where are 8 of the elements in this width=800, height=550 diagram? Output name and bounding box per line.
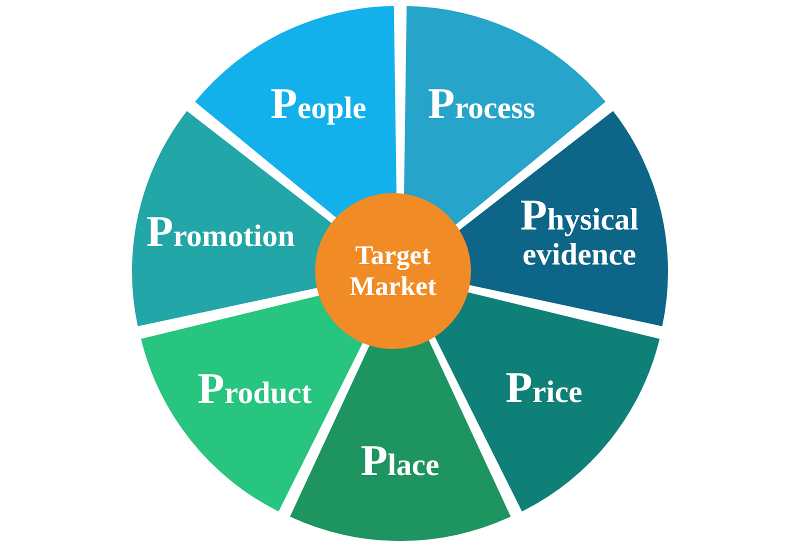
segment-label: People <box>270 80 368 127</box>
center-label: Target Market <box>348 240 438 302</box>
segment-label: Physical evidence <box>519 192 640 272</box>
segment-label: Promotion <box>145 208 296 256</box>
segment-label: Price <box>504 364 584 411</box>
segment-label: Process <box>426 80 536 127</box>
segment-label: Place <box>360 438 440 484</box>
segment-label: Product <box>196 366 313 412</box>
